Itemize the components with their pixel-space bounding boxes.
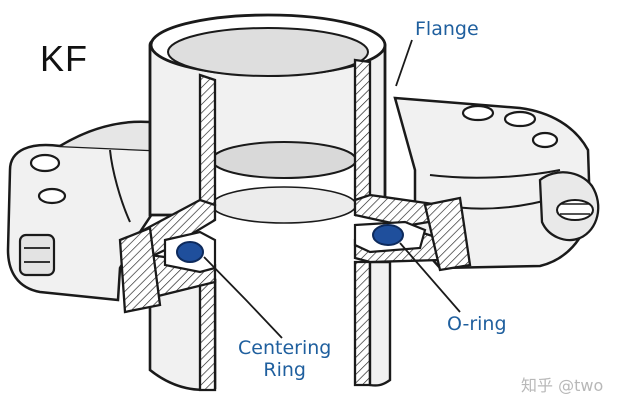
clamp-jaw-sections [118, 196, 472, 314]
watermark: 知乎 @two [521, 376, 604, 395]
flange-label: Flange [415, 18, 479, 40]
centering-ring-leader-line [203, 256, 283, 339]
flange-leader-line [395, 39, 413, 87]
o-ring-label: O-ring [447, 313, 507, 335]
diagram-title: KF [40, 38, 89, 79]
centering-ring-label-line1: Centering [238, 337, 332, 359]
o-ring-leader-line [399, 242, 461, 313]
centering-ring-label: Centering Ring [238, 337, 331, 381]
o-ring-right [372, 224, 404, 246]
centering-ring-label-line2: Ring [263, 359, 306, 381]
o-ring-left [176, 241, 204, 263]
lower-flange-tube [148, 260, 392, 392]
